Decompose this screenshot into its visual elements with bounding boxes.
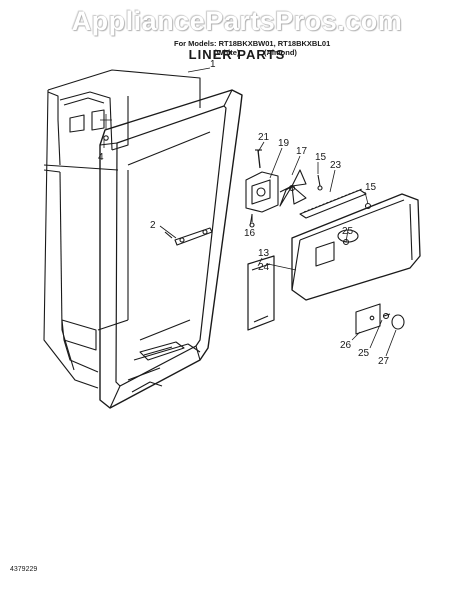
part-2-bracket bbox=[164, 227, 213, 246]
callout-17: 17 bbox=[296, 146, 308, 157]
callout-26: 26 bbox=[340, 340, 352, 351]
callout-19: 19 bbox=[278, 138, 290, 149]
callout-23: 23 bbox=[330, 160, 342, 171]
lower-bracket-parts bbox=[355, 303, 405, 335]
document-number: 4379229 bbox=[10, 566, 38, 573]
diagram-title: LINER PARTS bbox=[188, 47, 286, 62]
callout-25-lower: 25 bbox=[358, 348, 370, 359]
callout-21: 21 bbox=[258, 132, 270, 143]
watermark: AppliancePartsPros.com bbox=[71, 6, 403, 36]
callout-4: 4 bbox=[98, 152, 104, 163]
callout-labels: 1 21 19 4 17 15 23 15 2 16 25 13 24 26 2… bbox=[98, 59, 390, 367]
callout-16: 16 bbox=[244, 228, 256, 239]
callout-13: 13 bbox=[258, 248, 270, 259]
callout-2: 2 bbox=[150, 220, 156, 231]
callout-15-right: 15 bbox=[365, 182, 377, 193]
leader-lines bbox=[103, 67, 397, 357]
color-white-label: (White) bbox=[214, 48, 240, 57]
model-numbers: For Models: RT18BKXBW01, RT18BKXBL01 bbox=[174, 39, 331, 48]
fan-motor-assembly bbox=[245, 149, 307, 228]
evaporator-cover bbox=[291, 174, 421, 301]
part-13-plate bbox=[247, 255, 275, 331]
callout-27: 27 bbox=[378, 356, 390, 367]
liner-cabinet bbox=[43, 69, 243, 409]
callout-15-upper: 15 bbox=[315, 152, 327, 163]
callout-1: 1 bbox=[210, 59, 216, 70]
callout-24: 24 bbox=[258, 262, 270, 273]
color-almond-label: (Almond) bbox=[264, 48, 297, 57]
callout-25-upper: 25 bbox=[342, 226, 354, 237]
